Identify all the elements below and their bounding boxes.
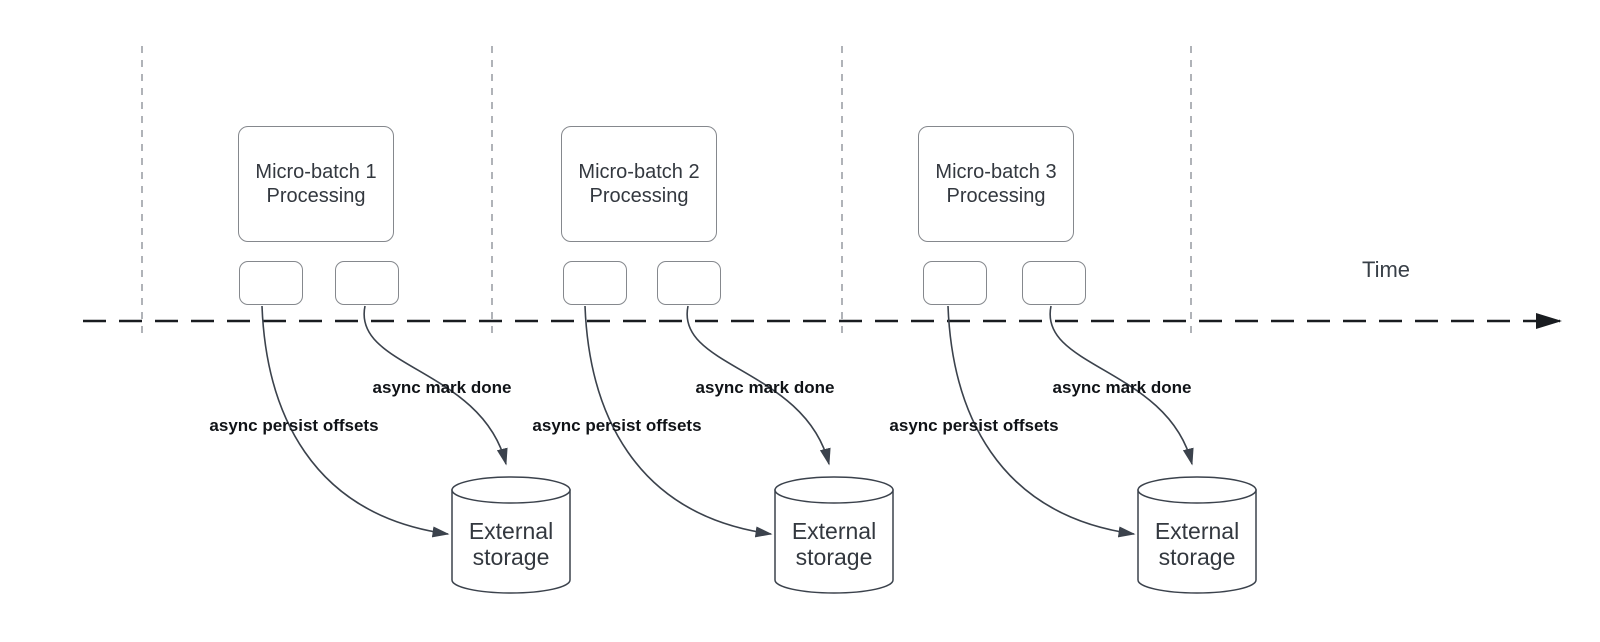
micro-batch-1-processing-label: Micro-batch 1 Processing (255, 161, 377, 207)
async-persist-offsets-arrow-3 (947, 305, 1136, 538)
batch-2-shapes (584, 305, 894, 594)
async-persist-offsets-label-2: async persist offsets (532, 416, 702, 435)
micro-batch-2-processing-label: Micro-batch 2 Processing (578, 161, 700, 207)
async-persist-offsets-arrow-1 (261, 305, 450, 538)
persist-offsets-task-box-2 (563, 261, 627, 305)
async-mark-done-arrow-2 (686, 305, 831, 466)
time-axis-label: Time (1361, 257, 1411, 282)
async-mark-done-label-3: async mark done (1052, 378, 1192, 397)
persist-offsets-task-box-3 (923, 261, 987, 305)
mark-done-task-box-3 (1022, 261, 1086, 305)
async-mark-done-arrow-1 (363, 305, 508, 466)
async-mark-done-arrow-3 (1049, 305, 1194, 466)
external-storage-label-1: External storage (468, 518, 554, 570)
external-storage-cylinder-1-top (451, 476, 571, 504)
micro-batch-1-processing-box: Micro-batch 1 Processing (238, 126, 394, 242)
mark-done-task-box-1 (335, 261, 399, 305)
micro-batch-3-processing-label: Micro-batch 3 Processing (935, 161, 1057, 207)
async-mark-done-label-2: async mark done (695, 378, 835, 397)
async-persist-offsets-label-3: async persist offsets (889, 416, 1059, 435)
persist-offsets-task-box-1 (239, 261, 303, 305)
external-storage-cylinder-3-top (1137, 476, 1257, 504)
external-storage-cylinder-1 (451, 489, 571, 594)
batch-group-2: Micro-batch 2 Processing async persist o… (532, 0, 941, 642)
batch-1-shapes (261, 305, 571, 594)
external-storage-cylinder-2 (774, 489, 894, 594)
mark-done-task-box-2 (657, 261, 721, 305)
external-storage-label-2: External storage (791, 518, 877, 570)
micro-batch-2-processing-box: Micro-batch 2 Processing (561, 126, 717, 242)
batch-group-3: Micro-batch 3 Processing async persist o… (889, 0, 1298, 642)
async-mark-done-label-1: async mark done (372, 378, 512, 397)
batch-group-1: Micro-batch 1 Processing async persist o… (209, 0, 618, 642)
async-persist-offsets-arrow-2 (584, 305, 773, 538)
external-storage-cylinder-2-top (774, 476, 894, 504)
external-storage-label-3: External storage (1154, 518, 1240, 570)
async-persist-offsets-label-1: async persist offsets (209, 416, 379, 435)
batch-3-shapes (947, 305, 1257, 594)
batch-boundary-lines (141, 46, 1192, 340)
external-storage-cylinder-3 (1137, 489, 1257, 594)
micro-batch-3-processing-box: Micro-batch 3 Processing (918, 126, 1074, 242)
